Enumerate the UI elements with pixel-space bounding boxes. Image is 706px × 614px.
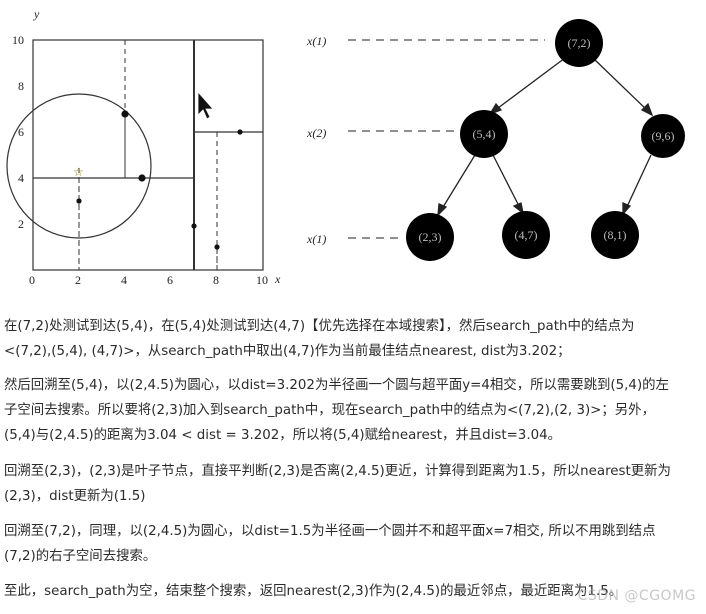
watermark: CSDN @CGOMG [577, 588, 696, 604]
level-label-1: x(1) [306, 34, 326, 48]
svg-text:(5,4): (5,4) [473, 127, 496, 141]
tree-nodes: (7,2) (5,4) (9,6) (2,3) (4,7) (8,1) [406, 19, 685, 261]
x-tick-0: 0 [29, 273, 35, 287]
partition-plot [6, 39, 264, 271]
paragraph-2-line-3: (5,4)与(2,4.5)的距离为3.04 < dist = 3.202，所以将… [4, 428, 562, 443]
mouse-cursor-icon [197, 90, 214, 120]
paragraph-2: 然后回溯至(5,4)，以(2,4.5)为圆心，以dist=3.202为半径画一个… [4, 373, 704, 448]
y-axis-label: y [33, 7, 40, 21]
paragraph-5-line-1: 至此，search_path为空，结束整个搜索，返回nearest(2,3)作为… [4, 584, 623, 599]
paragraph-2-line-1: 然后回溯至(5,4)，以(2,4.5)为圆心，以dist=3.202为半径画一个… [4, 378, 669, 393]
level-dashes [348, 39, 545, 239]
tree-edges [437, 57, 654, 217]
search-circle [6, 93, 152, 239]
tree-node-7-2: (7,2) [555, 19, 603, 67]
svg-text:(8,1): (8,1) [604, 228, 627, 242]
y-tick-4: 4 [18, 171, 24, 185]
y-tick-6: 6 [18, 125, 24, 139]
paragraph-1-line-1: 在(7,2)处测试到达(5,4)，在(5,4)处测试到达(4,7)【优先选择在本… [4, 319, 635, 334]
paragraph-4-line-2: (7,2)的右子空间去搜索。 [4, 549, 157, 564]
point-5-4 [138, 174, 146, 182]
svg-text:(9,6): (9,6) [652, 129, 675, 143]
level-label-3: x(1) [306, 232, 326, 246]
plot-frame [32, 39, 264, 271]
point-4-7 [121, 110, 129, 118]
svg-text:(2,3): (2,3) [419, 230, 442, 244]
y-tick-2: 2 [18, 217, 24, 231]
level-label-2: x(2) [306, 126, 326, 140]
y-tick-10: 10 [12, 33, 24, 47]
level-labels: x(1) x(2) x(1) [306, 34, 326, 246]
plot-axis-text: y x 0 2 4 6 8 10 2 4 6 8 10 [12, 7, 281, 287]
x-tick-10: 10 [256, 273, 268, 287]
query-star-marker: ☆ [73, 165, 84, 179]
point-8-1 [214, 244, 220, 250]
paragraph-4: 回溯至(7,2)，同理，以(2,4.5)为圆心，以dist=1.5为半径画一个圆… [4, 519, 704, 569]
paragraph-3: 回溯至(2,3)，(2,3)是叶子节点，直接平判断(2,3)是否离(2,4.5)… [4, 459, 704, 509]
svg-text:(7,2): (7,2) [568, 36, 591, 50]
paragraph-3-line-1: 回溯至(2,3)，(2,3)是叶子节点，直接平判断(2,3)是否离(2,4.5)… [4, 464, 671, 479]
tree-node-8-1: (8,1) [591, 211, 639, 259]
data-points [76, 110, 243, 250]
svg-text:(4,7): (4,7) [515, 228, 538, 242]
tree-node-5-4: (5,4) [460, 110, 508, 158]
paragraph-5: 至此，search_path为空，结束整个搜索，返回nearest(2,3)作为… [4, 579, 704, 604]
point-2-3 [76, 198, 82, 204]
point-7-2 [191, 223, 197, 229]
tree-node-2-3: (2,3) [406, 213, 454, 261]
point-9-6 [237, 129, 243, 135]
x-tick-2: 2 [75, 273, 81, 287]
kd-tree: x(1) x(2) x(1) (7,2) (5,4) (9,6) (2,3) [306, 19, 685, 261]
tree-node-4-7: (4,7) [502, 211, 550, 259]
paragraph-1-line-2: <(7,2),(5,4), (4,7)>，从search_path中取出(4,7… [4, 344, 571, 359]
x-tick-8: 8 [213, 273, 219, 287]
paragraph-2-line-2: 子空间去搜索。所以要将(2,3)加入到search_path中，现在search… [4, 403, 655, 418]
x-tick-4: 4 [121, 273, 127, 287]
paragraph-1: 在(7,2)处测试到达(5,4)，在(5,4)处测试到达(4,7)【优先选择在本… [4, 314, 704, 364]
tree-node-9-6: (9,6) [641, 114, 685, 158]
paragraph-3-line-2: (2,3)，dist更新为(1.5) [4, 489, 146, 504]
kd-tree-figure: ☆ y x 0 2 4 6 8 10 2 4 6 8 10 [6, 7, 685, 287]
x-tick-6: 6 [167, 273, 173, 287]
paragraph-4-line-1: 回溯至(7,2)，同理，以(2,4.5)为圆心，以dist=1.5为半径画一个圆… [4, 524, 656, 539]
y-tick-8: 8 [18, 79, 24, 93]
x-axis-label: x [274, 272, 281, 286]
